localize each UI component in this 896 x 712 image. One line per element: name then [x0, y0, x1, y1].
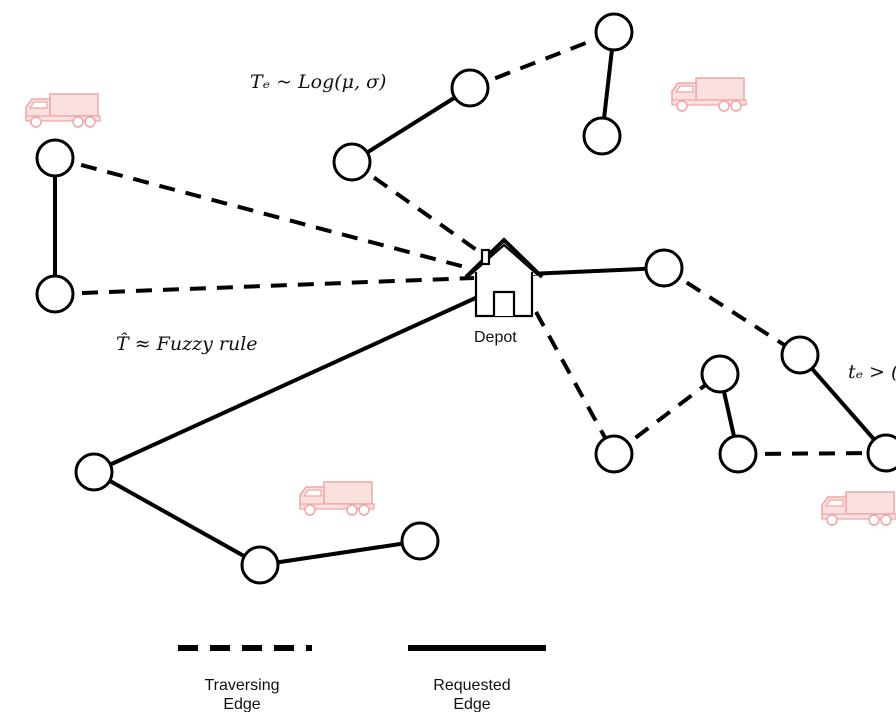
traversing-edge — [737, 451, 887, 456]
node — [594, 434, 634, 474]
traversing-edge — [350, 160, 490, 260]
truck-icon — [671, 77, 747, 112]
legend: Traversing Edge Requested Edge — [178, 645, 546, 712]
traversing-edge — [612, 372, 722, 456]
truck-icon — [299, 481, 375, 516]
node — [450, 68, 490, 108]
requested-edge — [93, 470, 261, 567]
traversing-edge — [662, 266, 802, 357]
node — [780, 335, 820, 375]
requested-edges — [53, 31, 888, 567]
node — [240, 545, 280, 585]
threshold-annotation: tₑ > ( — [848, 361, 896, 383]
truck-icon — [821, 491, 896, 526]
legend-traversing-label: Traversing — [205, 677, 280, 694]
truck-icon — [25, 93, 101, 128]
travel-time-annotation: Tₑ ~ Log(μ, σ) — [250, 71, 386, 93]
node — [400, 521, 440, 561]
requested-edge — [93, 283, 505, 474]
node — [582, 116, 622, 156]
node — [35, 274, 75, 314]
node — [718, 434, 758, 474]
nodes — [35, 12, 896, 585]
traversing-edge — [54, 156, 477, 272]
node — [644, 248, 684, 288]
requested-edge — [798, 353, 888, 455]
node — [35, 138, 75, 178]
fuzzy-annotation: T̂ ≈ Fuzzy rule — [116, 333, 258, 355]
node — [700, 354, 740, 394]
traversing-edges — [54, 30, 887, 456]
requested-edge — [350, 86, 472, 164]
traversing-edge — [54, 276, 475, 296]
traversing-edge — [469, 30, 615, 90]
legend-requested-label: Requested — [433, 677, 510, 694]
node — [594, 12, 634, 52]
node — [332, 142, 372, 182]
legend-traversing-label-2: Edge — [223, 696, 260, 712]
legend-requested-label-2: Edge — [453, 696, 490, 712]
house-icon — [464, 237, 544, 318]
requested-edge — [259, 539, 421, 567]
depot-label: Depot — [474, 329, 517, 346]
node — [74, 452, 114, 492]
node — [866, 433, 896, 473]
traversing-edge — [534, 311, 616, 455]
